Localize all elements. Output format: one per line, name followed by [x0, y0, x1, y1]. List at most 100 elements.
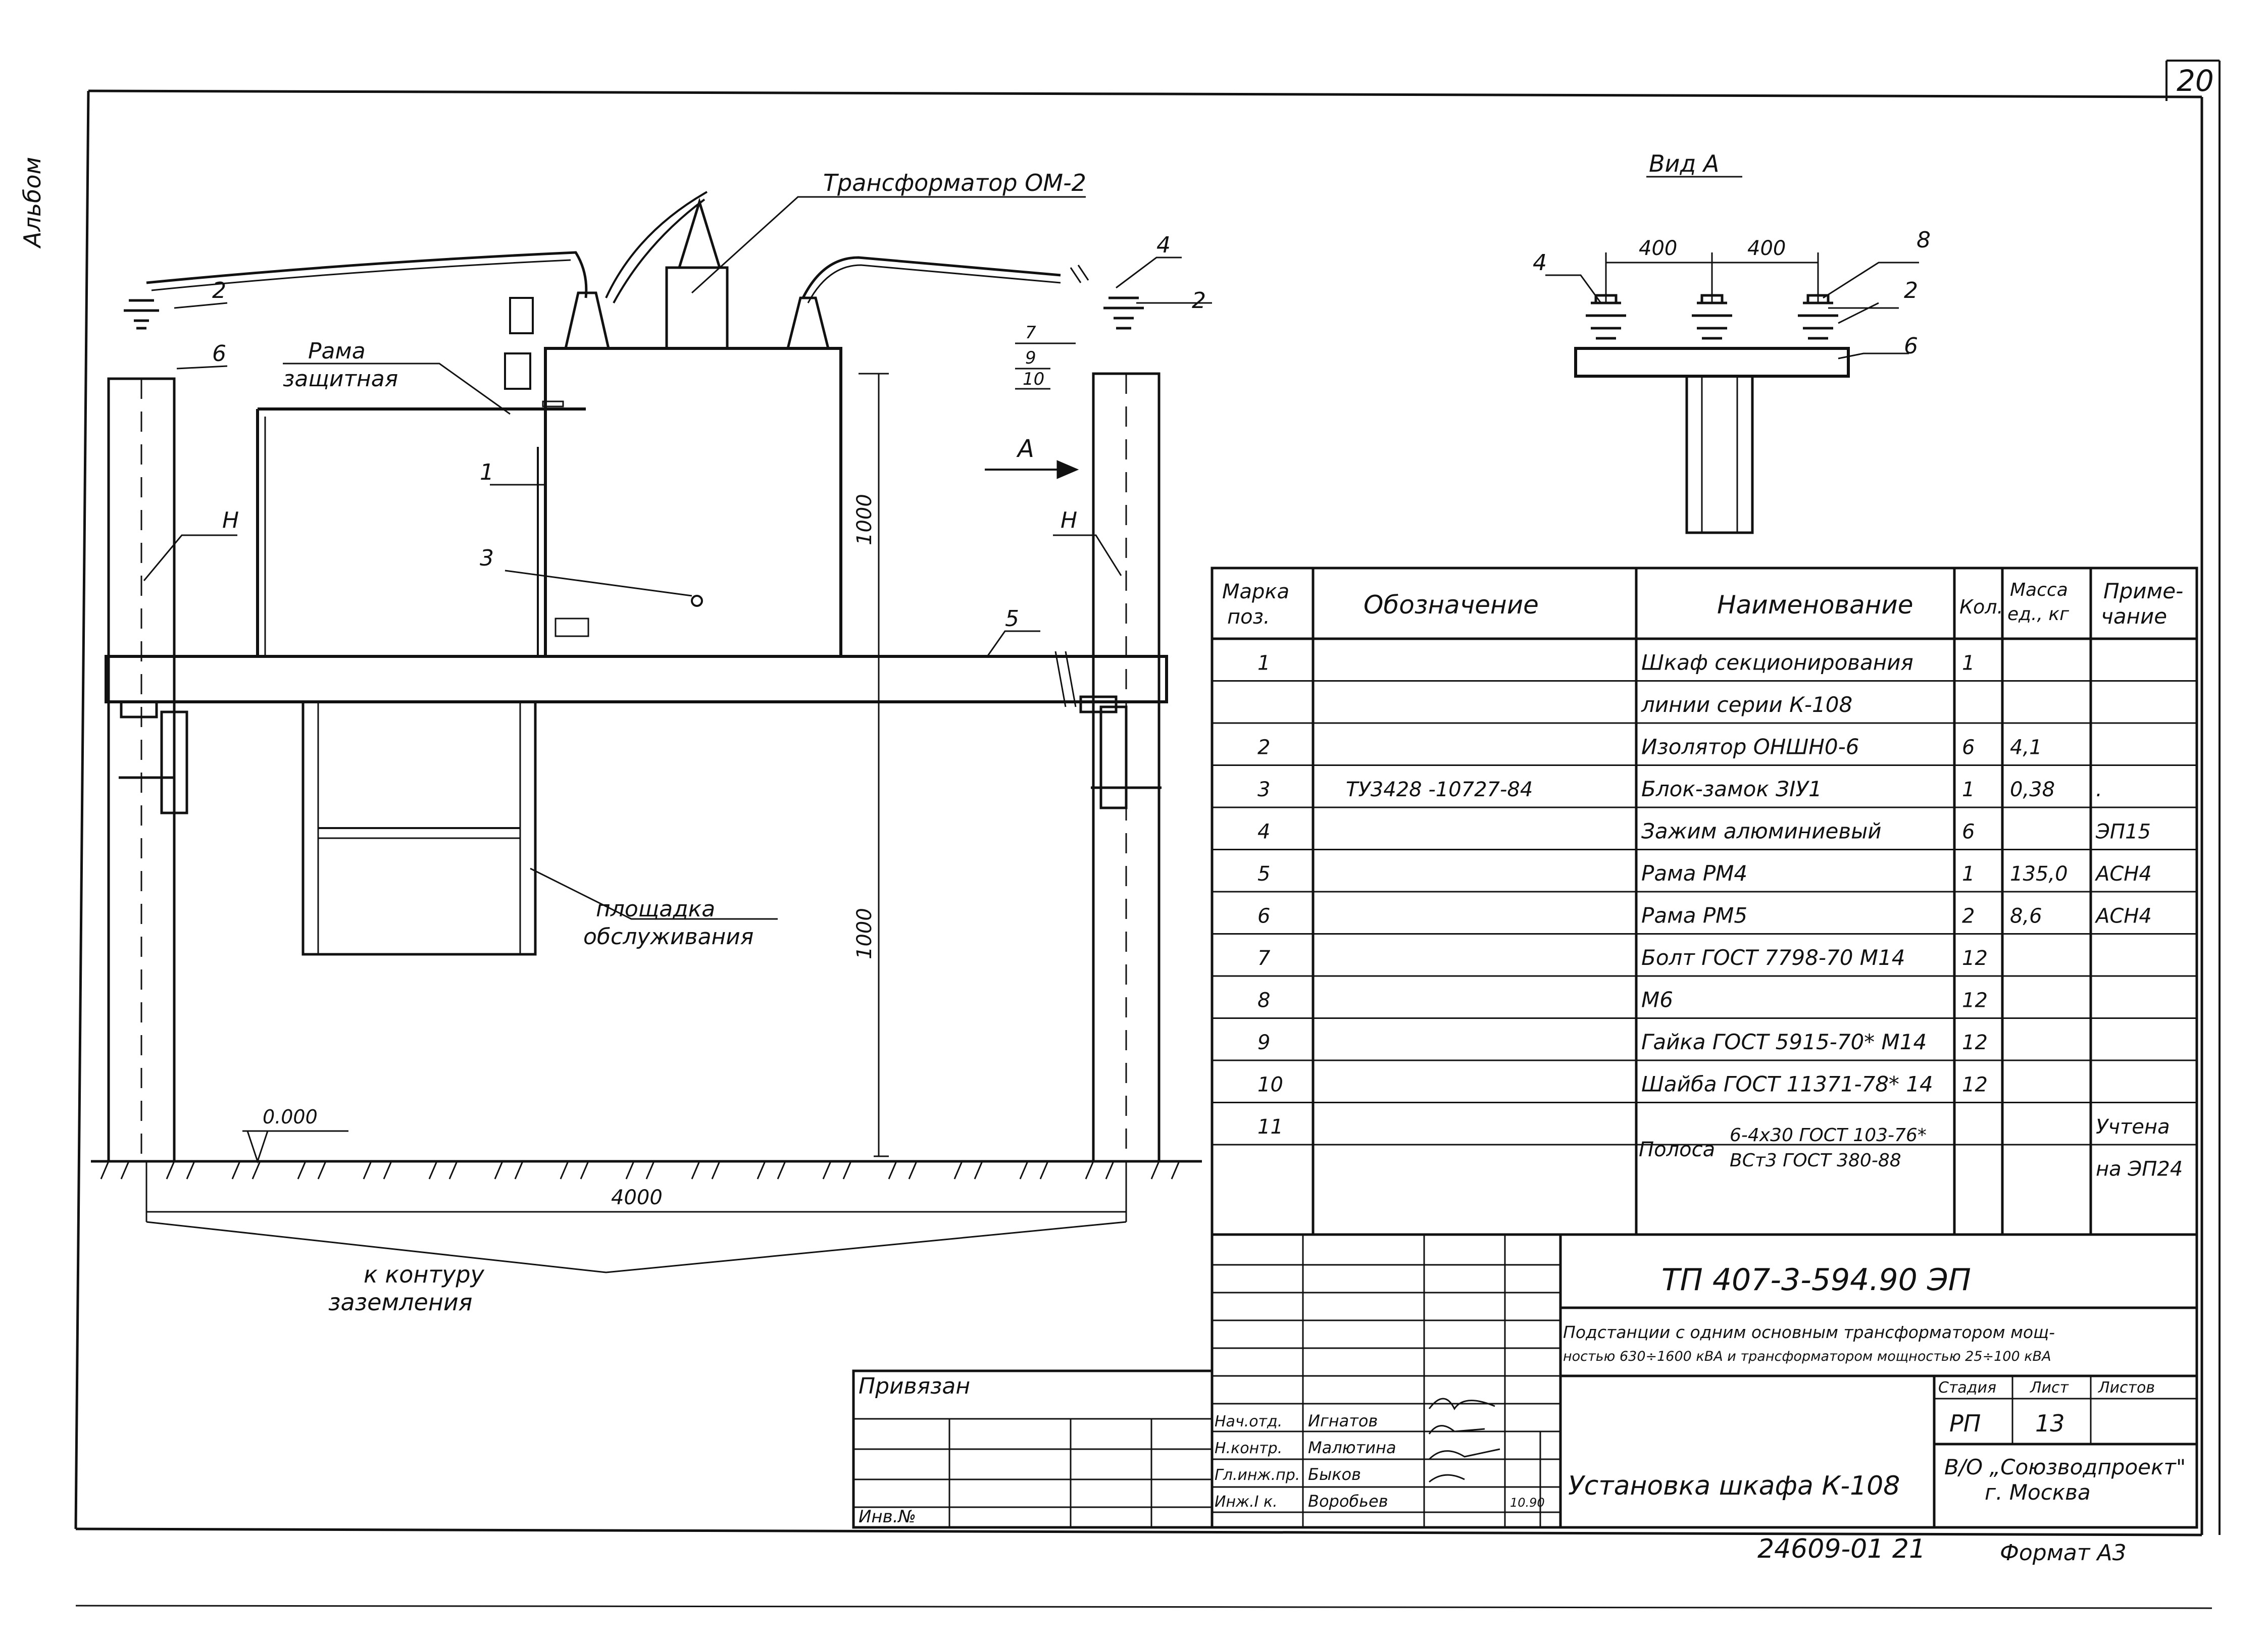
spec-cell-pos: 2 — [1257, 736, 1270, 759]
callout-3: 3 — [480, 545, 494, 571]
callout-10: 10 — [1023, 369, 1044, 389]
spec-cell-pos: 9 — [1257, 1031, 1270, 1054]
callout-2-right: 2 — [1192, 288, 1206, 314]
sign-role: Нач.отд. — [1215, 1413, 1282, 1430]
spec-cell-designation: ТУ3428 -10727-84 — [1346, 778, 1533, 801]
org-line-1: В/О „Союзводпроект" — [1944, 1455, 2186, 1479]
callout-1: 1 — [480, 459, 494, 485]
stage-value: РП — [1949, 1410, 1981, 1437]
view-a-dim-1: 400 — [1639, 237, 1677, 260]
header-qty: Кол. — [1959, 596, 2003, 618]
view-a-dim-2: 400 — [1747, 237, 1786, 260]
ground-label-1: к контуру — [364, 1261, 485, 1288]
inventory-label: Инв.№ — [859, 1507, 916, 1527]
spec-cell-name: Гайка ГОСТ 5915-70* М14 — [1641, 1030, 1927, 1054]
callout-7: 7 — [1025, 323, 1036, 343]
spec-cell-pos: 7 — [1257, 947, 1271, 970]
header-note-2: чание — [2101, 604, 2167, 629]
spec-cell-qty: 12 — [1962, 1031, 1988, 1054]
spec-cell-name: Зажим алюминиевый — [1641, 819, 1882, 844]
spec-cell-qty: 6 — [1962, 736, 1975, 759]
strip-word: Полоса — [1639, 1138, 1715, 1161]
callout-h-right: Н — [1061, 507, 1077, 533]
spec-cell-pos: 11 — [1257, 1115, 1283, 1139]
sign-role: Гл.инж.пр. — [1215, 1466, 1300, 1484]
sign-name: Игнатов — [1308, 1411, 1378, 1430]
callout-2-left: 2 — [212, 278, 226, 303]
spec-cell-mass: 8,6 — [2010, 905, 2042, 928]
spec-cell-pos: 3 — [1257, 778, 1270, 801]
view-a-title: Вид А — [1649, 150, 1719, 177]
spec-cell-qty: 12 — [1962, 1073, 1988, 1097]
sheet-header: Лист — [2030, 1379, 2070, 1397]
spec-cell-note: Учтена — [2096, 1115, 2170, 1139]
view-a-callout-4: 4 — [1533, 250, 1547, 276]
stage-header: Стадия — [1938, 1379, 1996, 1397]
spec-cell-name: М6 — [1641, 988, 1673, 1012]
spec-cell-name: Болт ГОСТ 7798-70 М14 — [1641, 945, 1905, 970]
header-mark-1: Марка — [1222, 580, 1289, 603]
dim-height-1: 1000 — [853, 494, 876, 545]
strip-line-2: ВСт3 ГОСТ 380-88 — [1730, 1150, 1901, 1171]
spec-cell-name: Рама РМ4 — [1641, 861, 1747, 886]
header-mark-2: поз. — [1227, 605, 1270, 629]
spec-cell-pos: 6 — [1257, 905, 1270, 928]
transformer-label: Трансформатор ОМ-2 — [823, 169, 1086, 196]
spec-headers: Марка поз. Обозначение Наименование Кол.… — [1222, 579, 2183, 629]
doc-description-2: ностью 630÷1600 кВА и трансформатором мо… — [1563, 1349, 2051, 1364]
view-a — [1545, 176, 1919, 534]
sign-name: Малютина — [1308, 1438, 1396, 1457]
spec-cell-note: АСН4 — [2094, 905, 2152, 928]
spec-cell-pos: 4 — [1257, 820, 1270, 844]
callout-5: 5 — [1005, 606, 1019, 632]
spec-table — [1211, 567, 2198, 1236]
sheets-header: Листов — [2098, 1379, 2155, 1397]
doc-description-1: Подстанции с одним основным трансформато… — [1563, 1322, 2055, 1342]
org-line-2: г. Москва — [1985, 1480, 2091, 1505]
frame-label-2: защитная — [283, 366, 398, 392]
spec-cell-name: Шкаф секционирования — [1641, 650, 1913, 675]
main-callouts: 2 6 Н 1 3 5 Н 4 2 7 9 10 — [212, 232, 1206, 632]
view-a-callout-2: 2 — [1904, 278, 1918, 303]
frame-label-1: Рама — [308, 338, 366, 364]
view-arrow-label: А — [1016, 435, 1034, 463]
platform-label-2: обслуживания — [583, 924, 753, 950]
spec-cell-name: Блок-замок ЗIУ1 — [1641, 777, 1822, 801]
spec-strip-cell: Полоса 6-4х30 ГОСТ 103-76* ВСт3 ГОСТ 380… — [1639, 1125, 1927, 1171]
dim-width: 4000 — [611, 1186, 663, 1209]
sheet-value: 13 — [2035, 1410, 2065, 1437]
title-block — [852, 1233, 2198, 1529]
sheet-number: 20 — [2177, 64, 2214, 98]
strip-line-1: 6-4х30 ГОСТ 103-76* — [1730, 1125, 1927, 1146]
header-designation: Обозначение — [1364, 590, 1539, 620]
view-a-callout-8: 8 — [1917, 227, 1931, 253]
spec-cell-name: Шайба ГОСТ 11371-78* 14 — [1641, 1072, 1933, 1097]
callout-h-left: Н — [222, 507, 239, 533]
spec-cell-note: на ЭП24 — [2096, 1158, 2183, 1181]
spec-cell-note: . — [2096, 778, 2102, 801]
spec-cell-note: АСН4 — [2094, 862, 2152, 886]
callout-9: 9 — [1025, 348, 1036, 368]
spec-cell-qty: 12 — [1962, 947, 1988, 970]
view-a-insulators — [1586, 294, 1838, 350]
spec-cell-mass: 0,38 — [2010, 778, 2055, 801]
sign-date: 10.90 — [1510, 1496, 1545, 1510]
spec-cell-name: Изолятор ОНШН0-6 — [1641, 735, 1859, 759]
sign-name: Воробьев — [1308, 1492, 1388, 1511]
header-note-1: Приме- — [2103, 579, 2183, 603]
callout-4: 4 — [1156, 232, 1171, 258]
inventory-number: 24609-01 21 — [1757, 1534, 1926, 1564]
format-label: Формат А3 — [2000, 1540, 2127, 1566]
sign-role: Инж.I к. — [1215, 1493, 1278, 1511]
header-name: Наименование — [1717, 590, 1913, 620]
sign-role: Н.контр. — [1215, 1440, 1282, 1457]
sign-name: Быков — [1308, 1465, 1361, 1484]
spec-cell-qty: 6 — [1962, 820, 1975, 844]
spec-cell-note: ЭП15 — [2095, 820, 2151, 844]
platform-label-1: площадка — [596, 896, 715, 922]
spec-cell-pos: 8 — [1257, 989, 1270, 1012]
spec-cell-name: Рама РМ5 — [1641, 903, 1747, 928]
spec-cell-qty: 12 — [1962, 989, 1988, 1012]
